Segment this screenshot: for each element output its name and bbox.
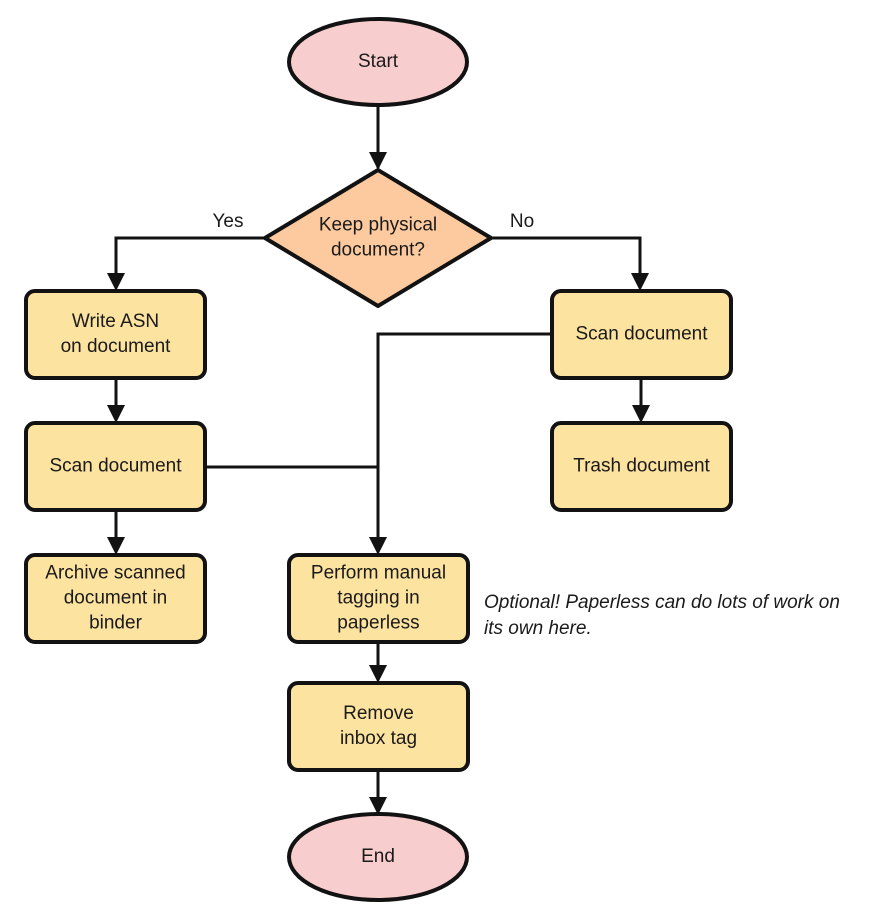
- node-label-line: on document: [61, 336, 172, 357]
- edge-line: [114, 236, 265, 288]
- edge-write-asn-to-scan-left: [107, 378, 125, 423]
- node-label-line: tagging in: [337, 588, 419, 609]
- edge-label-yes: Yes: [213, 211, 244, 232]
- edge-arrowhead: [107, 273, 125, 291]
- annotation-line: its own here.: [484, 618, 592, 639]
- node-write-asn[interactable]: Write ASN on document: [24, 289, 207, 380]
- edge-line: [491, 236, 642, 288]
- decision-shape: [263, 168, 493, 308]
- process-shape: [24, 289, 207, 380]
- node-label-line: Archive scanned: [45, 563, 185, 584]
- node-label-line: Scan document: [49, 456, 182, 477]
- node-label-line: document?: [331, 240, 425, 261]
- node-keep-physical[interactable]: Keep physical document?: [263, 168, 493, 308]
- node-label-line: Start: [358, 51, 399, 72]
- node-archive-binder[interactable]: Archive scanned document in binder: [24, 553, 207, 644]
- edge-manual-tagging-to-remove-inbox-tag: [369, 642, 387, 683]
- edge-arrowhead: [369, 797, 387, 815]
- node-label-line: inbox tag: [340, 728, 417, 749]
- edge-arrowhead: [631, 273, 649, 291]
- edge-arrowhead: [632, 405, 650, 423]
- process-shape: [287, 553, 470, 644]
- terminator-shape: [287, 17, 469, 107]
- edge-label-no: No: [510, 211, 534, 232]
- edge-remove-inbox-tag-to-end: [369, 770, 387, 815]
- edge-scan-left-to-archive: [107, 510, 125, 555]
- annotation-optional-note: Optional! Paperless can do lots of work …: [484, 592, 840, 639]
- node-manual-tagging[interactable]: Perform manual tagging in paperless: [287, 553, 470, 644]
- annotations-layer: Optional! Paperless can do lots of work …: [484, 592, 840, 639]
- edge-scan-right-to-manual-tagging: [369, 332, 552, 555]
- node-start[interactable]: Start: [287, 17, 469, 107]
- process-shape: [550, 289, 733, 380]
- edge-arrowhead: [107, 405, 125, 423]
- node-label-line: Remove: [343, 703, 414, 724]
- node-end[interactable]: End: [287, 812, 469, 902]
- node-label-line: paperless: [337, 613, 419, 634]
- edge-arrowhead: [107, 537, 125, 555]
- node-label-line: End: [361, 846, 395, 867]
- node-label-line: Scan document: [575, 324, 708, 345]
- node-label-line: Trash document: [573, 456, 710, 477]
- edge-decision-no-to-scan-right: No: [491, 211, 649, 291]
- node-remove-inbox-tag[interactable]: Remove inbox tag: [287, 681, 470, 772]
- process-shape: [287, 681, 470, 772]
- edge-start-to-decision: [369, 105, 387, 170]
- process-shape: [24, 421, 207, 512]
- node-label-line: Perform manual: [311, 563, 446, 584]
- edges-layer: Yes No: [107, 105, 650, 815]
- node-trash[interactable]: Trash document: [550, 421, 733, 512]
- node-label-line: binder: [89, 613, 142, 634]
- edge-decision-yes-to-write-asn: Yes: [107, 211, 265, 291]
- node-label-line: document in: [64, 588, 168, 609]
- edge-arrowhead: [369, 537, 387, 555]
- node-scan-left[interactable]: Scan document: [24, 421, 207, 512]
- node-label-line: Write ASN: [72, 311, 159, 332]
- node-scan-right[interactable]: Scan document: [550, 289, 733, 380]
- terminator-shape: [287, 812, 469, 902]
- edge-arrowhead: [369, 152, 387, 170]
- edge-arrowhead: [369, 665, 387, 683]
- node-label-line: Keep physical: [319, 215, 437, 236]
- process-shape: [24, 553, 207, 644]
- annotation-line: Optional! Paperless can do lots of work …: [484, 592, 840, 613]
- edge-line: [376, 332, 552, 552]
- edge-scan-right-to-trash: [632, 378, 650, 423]
- process-shape: [550, 421, 733, 512]
